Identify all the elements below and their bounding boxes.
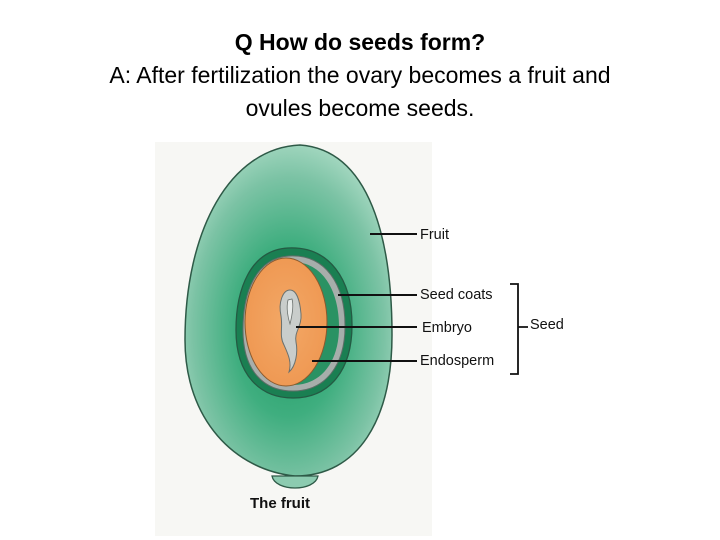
embryo <box>279 289 302 374</box>
fruit-tip <box>271 475 319 489</box>
label-embryo: Embryo <box>422 320 472 336</box>
label-seed-coats: Seed coats <box>420 287 493 303</box>
slide-title: Q How do seeds form? A: After fertilizat… <box>0 26 720 125</box>
label-seed: Seed <box>530 317 564 333</box>
question-text: Q How do seeds form? <box>234 29 486 55</box>
label-endosperm: Endosperm <box>420 353 494 369</box>
diagram-caption: The fruit <box>250 495 310 512</box>
answer-line-1: A: After fertilization the ovary becomes… <box>109 62 611 88</box>
seed-bracket <box>510 283 528 375</box>
answer-line-2: ovules become seeds. <box>245 95 475 121</box>
label-fruit: Fruit <box>420 227 449 243</box>
embryo-cotyledon <box>286 298 294 326</box>
